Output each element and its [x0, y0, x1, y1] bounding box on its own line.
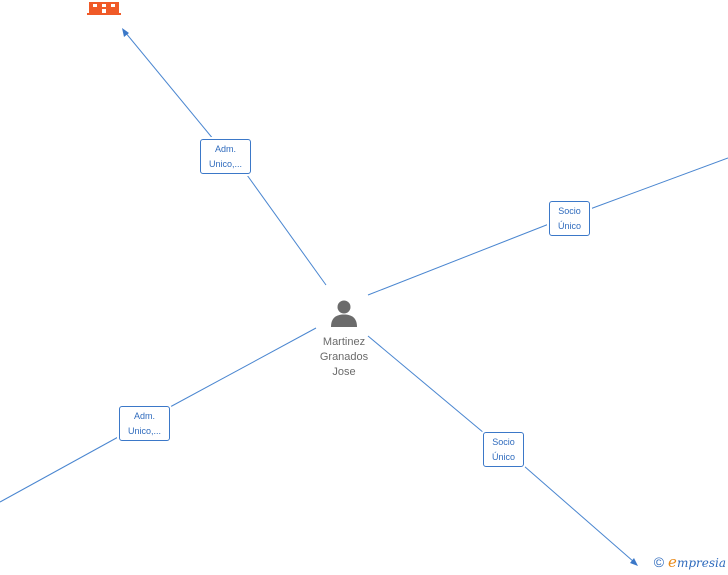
- edge-label-line: Único: [557, 221, 581, 231]
- edge-bottom-right-upper: [367, 335, 485, 434]
- edge-bottom-right-lower: [523, 465, 635, 563]
- edge-label-line: Adm.: [214, 144, 236, 154]
- edge-top-left-lower: [246, 174, 327, 286]
- brand-logo: empresia: [668, 553, 726, 571]
- edge-label-line: Socio: [492, 437, 515, 447]
- building-icon[interactable]: [87, 0, 121, 16]
- arrow-top-left: [122, 28, 129, 37]
- person-name-line: Granados: [319, 351, 369, 363]
- person-icon: [331, 300, 357, 327]
- brand-rest: mpresia: [676, 556, 726, 570]
- edge-label-line: Único: [491, 452, 515, 462]
- edge-label-right[interactable]: Socio Único: [549, 201, 590, 236]
- edge-label-line: Adm.: [133, 411, 155, 421]
- edge-label-bottom-right[interactable]: Socio Único: [483, 432, 524, 467]
- arrow-bottom-right: [630, 558, 638, 566]
- person-name-line: Martinez: [322, 336, 366, 348]
- copyright-icon: ©: [653, 554, 665, 570]
- brand-watermark: © empresia: [654, 553, 726, 571]
- edge-bottom-left-lower: [0, 435, 121, 503]
- edge-label-top-left[interactable]: Adm. Unico,...: [200, 139, 251, 174]
- edge-top-left-upper: [124, 31, 215, 141]
- brand-initial: e: [668, 553, 677, 571]
- edge-label-line: Unico,...: [127, 426, 161, 436]
- person-name-line: Jose: [332, 366, 356, 378]
- person-node[interactable]: Martinez Granados Jose: [312, 298, 376, 380]
- edge-right-lower: [367, 223, 550, 296]
- edge-label-bottom-left[interactable]: Adm. Unico,...: [119, 406, 170, 441]
- edge-label-line: Unico,...: [208, 159, 242, 169]
- edge-right-upper: [589, 157, 728, 210]
- edge-bottom-left-upper: [169, 327, 317, 408]
- edge-label-line: Socio: [558, 206, 581, 216]
